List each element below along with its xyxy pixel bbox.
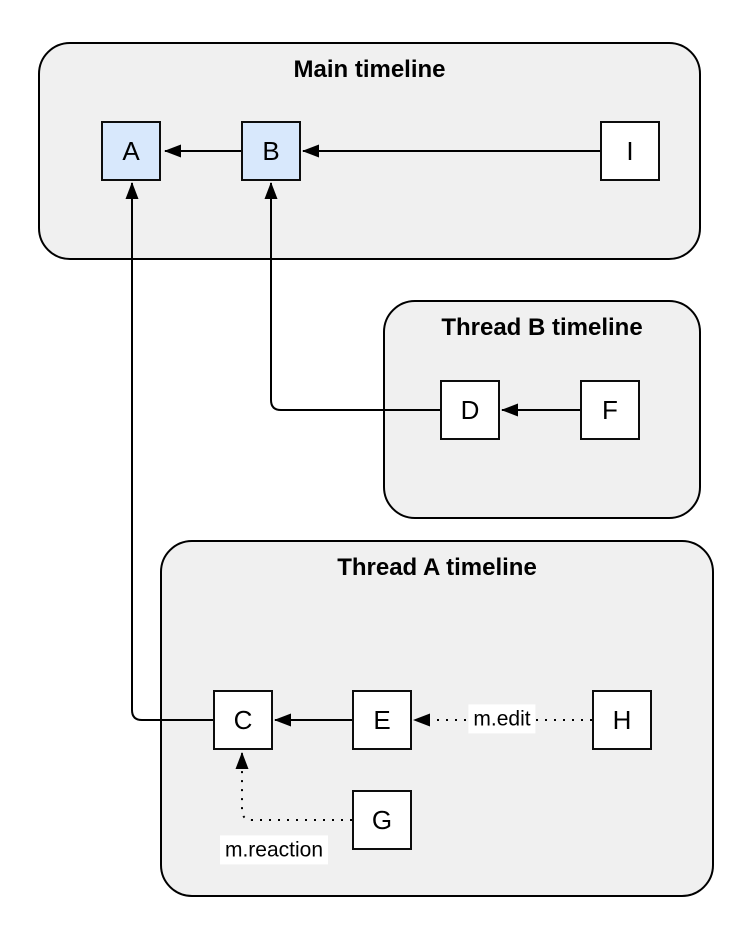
thread-b-timeline-title: Thread B timeline [441, 314, 643, 341]
node-b: B [241, 121, 301, 181]
node-c: C [213, 690, 273, 750]
node-f: F [580, 380, 640, 440]
edge-label-m-edit: m.edit [468, 704, 536, 734]
container-thread-b-timeline: Thread B timeline [383, 300, 701, 519]
thread-a-timeline-title: Thread A timeline [337, 554, 537, 581]
node-d: D [440, 380, 500, 440]
main-timeline-title: Main timeline [293, 56, 446, 83]
node-i: I [600, 121, 660, 181]
node-e: E [352, 690, 412, 750]
node-a: A [101, 121, 161, 181]
edge-label-m-reaction: m.reaction [219, 835, 329, 865]
node-h: H [592, 690, 652, 750]
node-g: G [352, 790, 412, 850]
